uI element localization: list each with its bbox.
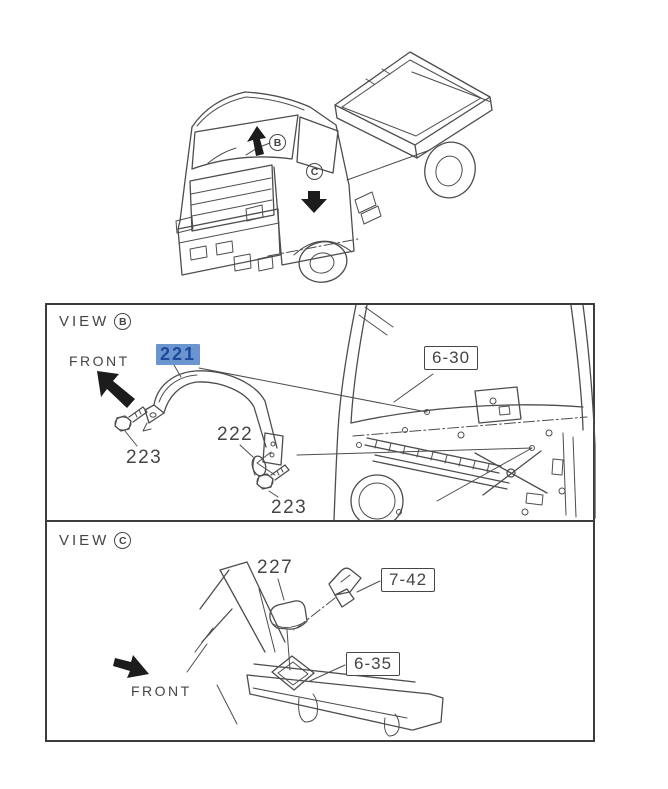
truck-overview-illustration <box>175 51 493 283</box>
view-c-title: VIEW C <box>59 532 132 549</box>
ref-box-6-35[interactable]: 6-35 <box>346 652 401 676</box>
part-callout-223-right[interactable]: 223 <box>271 497 308 518</box>
view-c-marker: C <box>114 532 132 549</box>
view-c-section: VIEW C 227 7-42 6-35 FRONT <box>47 522 593 740</box>
view-c-illustration <box>113 561 444 737</box>
view-b-direction-arrow-icon <box>247 126 266 156</box>
view-c-title-text: VIEW <box>59 532 110 549</box>
ref-box-7-42[interactable]: 7-42 <box>381 568 436 592</box>
view-b-title: VIEW B <box>59 313 132 330</box>
view-b-section: VIEW B FRONT 221 222 223 223 6-30 <box>47 305 596 522</box>
view-b-title-text: VIEW <box>59 313 110 330</box>
front-label-view-b: FRONT <box>69 353 130 369</box>
part-callout-223-left[interactable]: 223 <box>126 447 163 468</box>
part-callout-222[interactable]: 222 <box>217 424 254 445</box>
front-arrow-icon <box>97 371 135 408</box>
front-arrow-icon <box>113 655 149 678</box>
truck-view-c-marker: C <box>306 163 323 180</box>
view-b-marker: B <box>114 313 132 330</box>
view-c-direction-arrow-icon <box>301 191 327 213</box>
ref-box-6-30[interactable]: 6-30 <box>424 346 479 370</box>
detail-views-panel: VIEW B FRONT 221 222 223 223 6-30 <box>45 303 596 742</box>
part-callout-221-selected[interactable]: 221 <box>156 344 201 365</box>
part-callout-227[interactable]: 227 <box>257 557 294 578</box>
truck-view-b-marker: B <box>269 134 286 151</box>
view-b-illustration <box>97 305 596 520</box>
front-label-view-c: FRONT <box>131 683 192 699</box>
